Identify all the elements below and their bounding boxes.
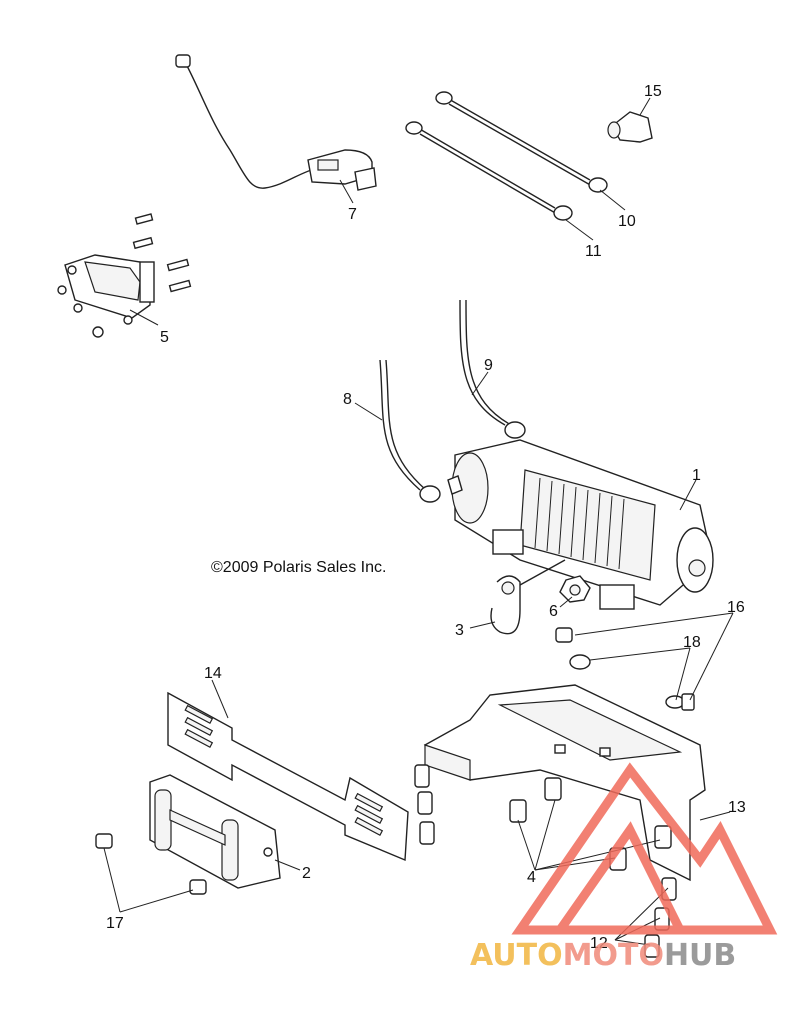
callout-3: 3 [455, 622, 464, 639]
part-5-contactor [57, 213, 192, 338]
callout-4: 4 [527, 869, 536, 886]
plate-slots-right [354, 792, 384, 837]
watermark-logo: AUTOMOTOHUB [470, 762, 778, 973]
part-12-bolts [644, 877, 677, 958]
plate-mount-bolts [414, 764, 435, 845]
part-1-winch [447, 439, 714, 610]
watermark-hub-text: HUB [664, 938, 736, 973]
callout-16: 16 [727, 599, 745, 616]
callout-10: 10 [618, 213, 636, 230]
plate-slots-left [184, 704, 214, 749]
callout-7: 7 [348, 206, 357, 223]
watermark-moto-text: MOTO [563, 938, 664, 973]
part-9-cable [459, 299, 526, 439]
callout-2: 2 [302, 865, 311, 882]
leader-lines [103, 97, 734, 946]
part-16-bolt [555, 627, 573, 643]
callout-13: 13 [728, 799, 746, 816]
callout-15: 15 [644, 83, 662, 100]
callout-9: 9 [484, 357, 493, 374]
callout-1: 1 [692, 467, 701, 484]
part-4-bolts [509, 777, 672, 871]
part-2-roller-fairlead [149, 774, 281, 889]
part-6-nut [559, 575, 591, 603]
part-7-remote-plug [175, 54, 377, 191]
callout-14: 14 [204, 665, 222, 682]
callout-17: 17 [106, 915, 124, 932]
watermark-auto: AUTOMOTOHUB [470, 938, 736, 973]
callout-labels: 1 2 3 4 5 6 7 8 9 10 11 12 13 14 15 16 1… [106, 83, 746, 952]
part-8-cable [379, 359, 441, 503]
callout-12: 12 [590, 935, 608, 952]
callout-5: 5 [160, 329, 169, 346]
callout-8: 8 [343, 391, 352, 408]
part-14-mount-plate [167, 691, 409, 862]
watermark-auto-text: AUTO [470, 938, 563, 973]
part-13-mount-bracket [423, 684, 706, 882]
part-3-hook [490, 559, 566, 635]
part-18-washer [569, 654, 591, 670]
copyright-notice: ©2009 Polaris Sales Inc. [211, 559, 386, 576]
part-11-cable [405, 121, 573, 221]
part-15-terminal-boot [607, 111, 653, 143]
winch-drum-coils [534, 477, 625, 570]
watermark-triangle-icon [511, 762, 778, 935]
part-10-cable [435, 91, 608, 193]
part-17-bolt [95, 833, 207, 895]
callout-11: 11 [585, 243, 602, 260]
part-16-18-bolt-assembly [665, 693, 695, 711]
callout-18: 18 [683, 634, 701, 651]
callout-6: 6 [549, 603, 558, 620]
